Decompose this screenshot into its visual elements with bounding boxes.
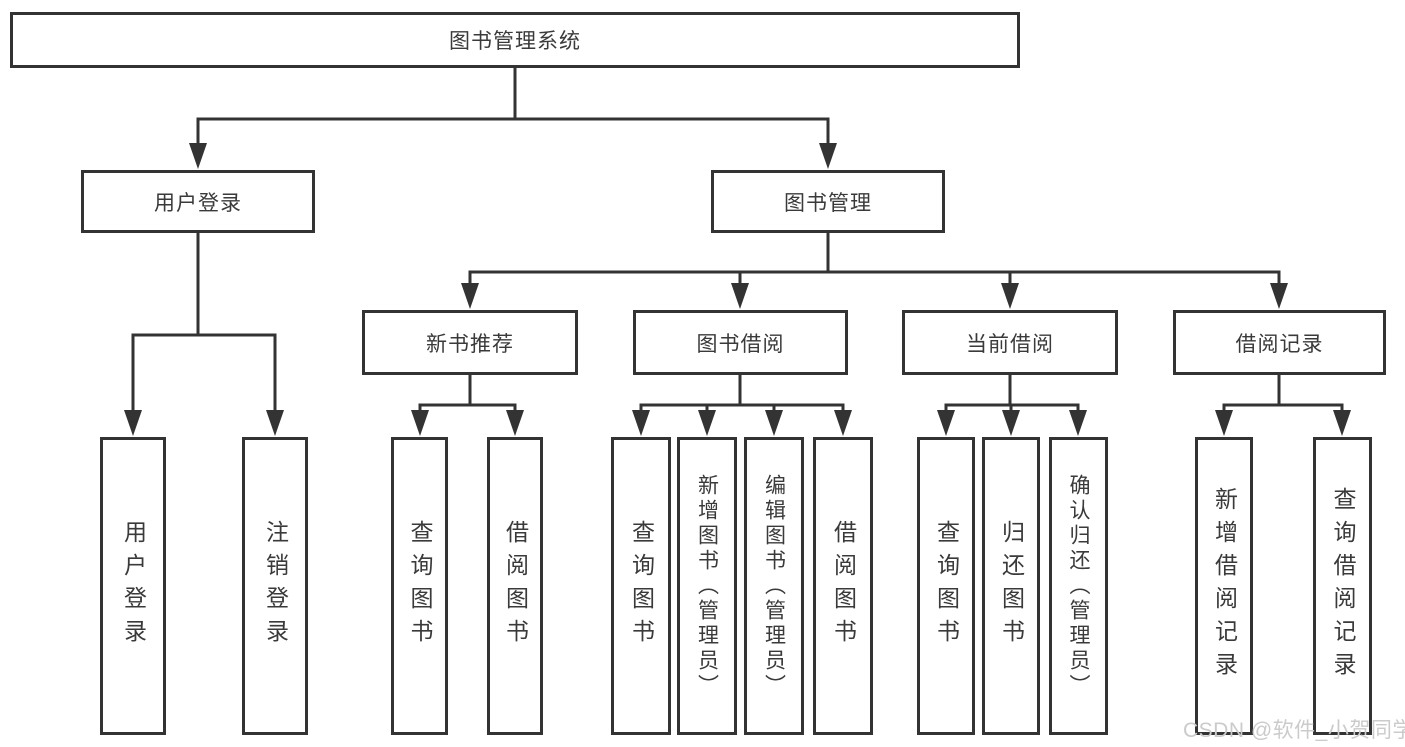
- node-rec-query-book: 查询图书: [391, 437, 448, 735]
- arrow-down-icon: [506, 410, 524, 436]
- arrow-down-icon: [834, 410, 852, 436]
- node-book-borrow-label: 图书借阅: [696, 332, 785, 356]
- arrow-down-icon: [1001, 283, 1019, 309]
- node-cb-confirm-return-label: 确认归还（管理员）: [1067, 473, 1090, 699]
- arrow-down-icon: [1215, 410, 1233, 436]
- node-bb-query-book-label: 查询图书: [628, 520, 655, 652]
- arrow-down-icon: [1270, 283, 1288, 309]
- node-current-borrow: 当前借阅: [902, 310, 1118, 375]
- node-br-query-record-label: 查询借阅记录: [1330, 487, 1356, 685]
- arrow-down-icon: [411, 410, 429, 436]
- node-book-mgmt: 图书管理: [711, 170, 945, 233]
- node-book-borrow: 图书借阅: [633, 310, 848, 375]
- node-current-borrow-label: 当前借阅: [966, 332, 1054, 356]
- node-bb-add-book-label: 新增图书（管理员）: [695, 473, 719, 699]
- connector-user-login-to-leaves: [131, 233, 277, 411]
- node-br-query-record: 查询借阅记录: [1313, 437, 1372, 735]
- node-rec-query-book-label: 查询图书: [407, 520, 433, 652]
- node-leaf-logout-label: 注销登录: [262, 520, 289, 652]
- node-bb-add-book: 新增图书（管理员）: [677, 437, 737, 735]
- arrow-down-icon: [1069, 410, 1087, 436]
- arrow-down-icon: [698, 410, 716, 436]
- arrow-down-icon: [189, 143, 207, 169]
- node-cb-query-book-label: 查询图书: [933, 520, 960, 652]
- connector-new-book-rec-to-leaves: [418, 375, 517, 411]
- watermark: CSDN @软件_小贺同学: [1183, 719, 1405, 742]
- arrow-down-icon: [937, 410, 955, 436]
- node-br-add-record: 新增借阅记录: [1195, 437, 1253, 735]
- arrow-down-icon: [461, 283, 479, 309]
- arrow-down-icon: [819, 143, 837, 169]
- node-rec-borrow-book-label: 借阅图书: [502, 520, 529, 652]
- arrow-down-icon: [1002, 410, 1020, 436]
- node-leaf-user-login: 用户登录: [100, 437, 166, 735]
- arrow-down-icon: [731, 283, 749, 309]
- node-root-label: 图书管理系统: [449, 30, 581, 53]
- connector-book-mgmt-to-level3: [468, 233, 1281, 286]
- node-rec-borrow-book: 借阅图书: [487, 437, 543, 735]
- arrow-down-icon: [266, 410, 284, 436]
- node-cb-return-book-label: 归还图书: [998, 520, 1025, 652]
- connector-book-borrow-to-leaves: [639, 375, 845, 411]
- node-cb-query-book: 查询图书: [917, 437, 975, 735]
- node-br-add-record-label: 新增借阅记录: [1211, 487, 1238, 685]
- node-borrow-record-label: 借阅记录: [1235, 332, 1324, 356]
- node-bb-query-book: 查询图书: [611, 437, 671, 735]
- node-user-login: 用户登录: [81, 170, 315, 233]
- connector-borrow-record-to-leaves: [1222, 375, 1344, 411]
- node-user-login-label: 用户登录: [154, 191, 242, 215]
- node-cb-confirm-return: 确认归还（管理员）: [1049, 437, 1108, 735]
- node-bb-borrow-book: 借阅图书: [813, 437, 873, 735]
- node-cb-return-book: 归还图书: [982, 437, 1040, 735]
- node-new-book-rec: 新书推荐: [362, 310, 578, 375]
- connector-root-to-level2: [196, 68, 830, 144]
- node-leaf-user-login-label: 用户登录: [120, 520, 147, 652]
- arrow-down-icon: [765, 410, 783, 436]
- node-borrow-record: 借阅记录: [1173, 310, 1386, 375]
- arrowheads: [124, 143, 1351, 436]
- arrow-down-icon: [124, 410, 142, 436]
- node-bb-edit-book-label: 编辑图书（管理员）: [762, 473, 786, 699]
- node-root: 图书管理系统: [10, 12, 1020, 68]
- node-leaf-logout: 注销登录: [242, 437, 308, 735]
- node-bb-edit-book: 编辑图书（管理员）: [744, 437, 804, 735]
- node-bb-borrow-book-label: 借阅图书: [830, 520, 857, 652]
- arrow-down-icon: [632, 410, 650, 436]
- arrow-down-icon: [1333, 410, 1351, 436]
- connector-current-borrow-to-leaves: [944, 375, 1080, 411]
- node-new-book-rec-label: 新书推荐: [426, 332, 514, 356]
- node-book-mgmt-label: 图书管理: [784, 191, 872, 215]
